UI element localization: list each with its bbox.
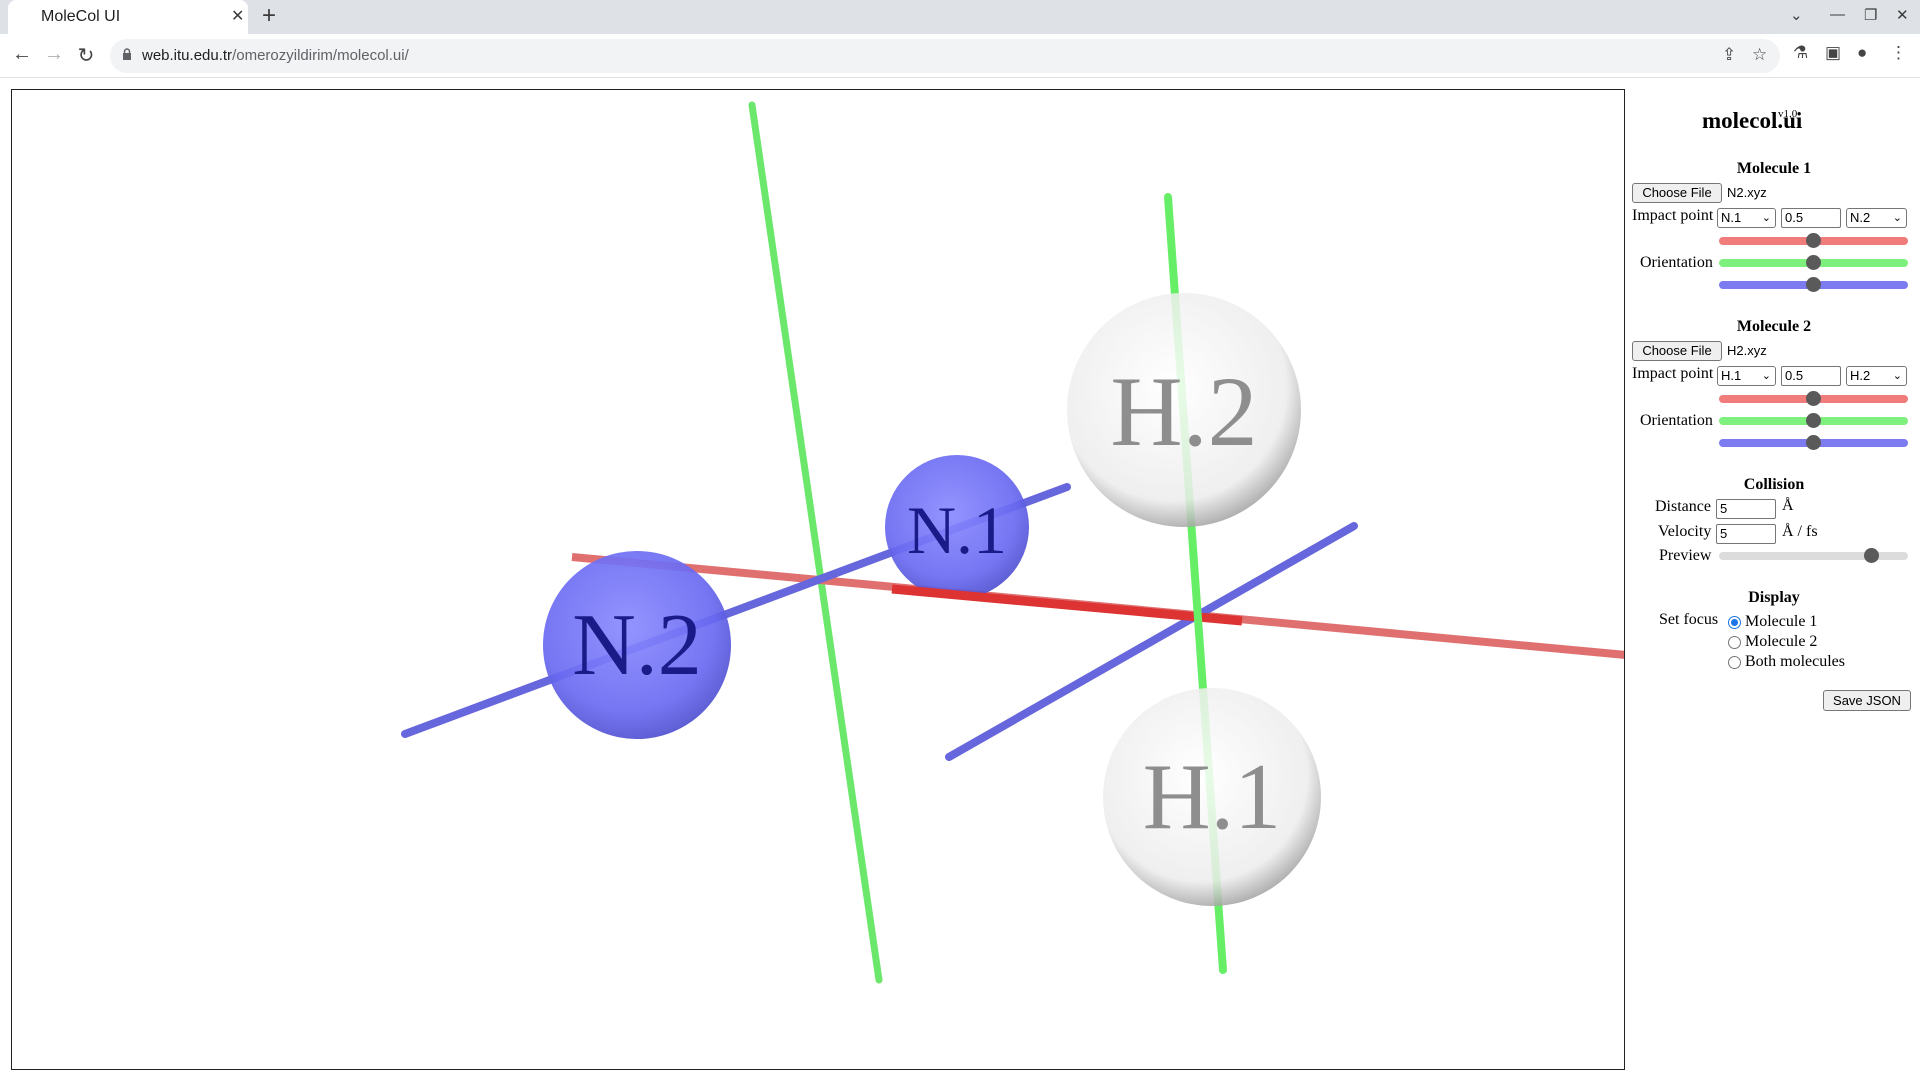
atom-label-n1: N.1 <box>907 492 1007 568</box>
save-json-button[interactable]: Save JSON <box>1823 690 1911 711</box>
app-version: v1.0 <box>1778 108 1798 120</box>
atom-n1 <box>885 455 1029 599</box>
app-title: molecol.ui <box>1702 108 1803 133</box>
focus-both-radio[interactable] <box>1728 656 1741 669</box>
atom-label-h1: H.1 <box>1143 745 1281 849</box>
molecule1-orientation-x-slider[interactable] <box>1719 233 1908 248</box>
molecule2-atom-b-value: H.2 <box>1850 368 1871 383</box>
slider-thumb[interactable] <box>1806 435 1821 450</box>
url-host: web.itu.edu.tr <box>142 47 233 64</box>
molecule2-heading: Molecule 2 <box>1736 318 1812 335</box>
slider-thumb[interactable] <box>1864 548 1879 563</box>
focus-molecule2-radio[interactable] <box>1728 636 1741 649</box>
extension-icon[interactable]: ⚗ <box>1793 43 1809 62</box>
set-focus-label: Set focus <box>1659 611 1719 628</box>
forward-icon[interactable]: → <box>44 43 64 65</box>
molecule1-orientation-z-slider[interactable] <box>1719 277 1908 292</box>
tab-strip: MoleCol UI ✕ + ⌄ — ❐ ✕ <box>0 0 1920 34</box>
distance-input[interactable]: 5 <box>1716 499 1776 519</box>
molecule1-atom-a-value: N.1 <box>1721 210 1742 225</box>
molecule2-ratio-input[interactable]: 0.5 <box>1781 366 1841 386</box>
velocity-unit: Å / fs <box>1782 523 1818 540</box>
molecule1-impact-label: Impact point <box>1632 207 1714 224</box>
atom-label-n2: N.2 <box>572 597 702 694</box>
molecule2-orientation-z-slider[interactable] <box>1719 435 1908 450</box>
molecule2-atom-a-select[interactable]: H.1 ⌄ <box>1717 366 1776 386</box>
molecule1-heading: Molecule 1 <box>1736 160 1812 177</box>
velocity-input[interactable]: 5 <box>1716 524 1776 544</box>
profile-avatar-icon[interactable]: ● <box>1857 43 1868 62</box>
minimize-icon[interactable]: — <box>1830 6 1845 23</box>
molecule2-file-name: H2.xyz <box>1727 343 1767 358</box>
molecule2-orientation-y-slider[interactable] <box>1719 413 1908 428</box>
molecule2-choose-file-button[interactable]: Choose File <box>1632 341 1722 361</box>
mol2-x-axis <box>891 584 1243 626</box>
velocity-label: Velocity <box>1658 523 1712 540</box>
chevron-down-icon: ⌄ <box>1761 370 1771 382</box>
close-window-icon[interactable]: ✕ <box>1896 7 1909 24</box>
focus-both-label[interactable]: Both molecules <box>1745 653 1845 670</box>
focus-molecule2-label[interactable]: Molecule 2 <box>1745 633 1818 650</box>
atom-n2 <box>543 551 731 739</box>
distance-unit: Å <box>1782 497 1794 514</box>
atom-h2 <box>1067 293 1301 527</box>
share-icon[interactable]: ⇪ <box>1722 45 1737 64</box>
molecule2-atom-b-select[interactable]: H.2 ⌄ <box>1846 366 1907 386</box>
molecule2-orientation-x-slider[interactable] <box>1719 391 1908 406</box>
global-y-axis <box>748 101 883 984</box>
molecule1-atom-b-select[interactable]: N.2 ⌄ <box>1846 208 1907 228</box>
molecule2-atom-a-value: H.1 <box>1721 368 1742 383</box>
slider-thumb[interactable] <box>1806 255 1821 270</box>
lock-icon <box>123 48 131 60</box>
focus-molecule1-radio[interactable] <box>1728 616 1741 629</box>
preview-label: Preview <box>1659 547 1712 564</box>
display-heading: Display <box>1748 589 1800 606</box>
browser-toolbar: ← → ↻ web.itu.edu.tr/omerozyildirim/mole… <box>0 34 1920 78</box>
menu-kebab-icon[interactable]: ⋮ <box>1890 43 1907 62</box>
distance-label: Distance <box>1655 498 1711 515</box>
slider-thumb[interactable] <box>1806 277 1821 292</box>
tab-search-icon[interactable]: ⌄ <box>1790 7 1803 24</box>
focus-molecule1-label[interactable]: Molecule 1 <box>1745 613 1818 630</box>
slider-thumb[interactable] <box>1806 391 1821 406</box>
molecule2-impact-label: Impact point <box>1632 365 1714 382</box>
atom-h1 <box>1103 688 1321 906</box>
restore-icon[interactable]: ❐ <box>1864 7 1878 24</box>
molecule1-atom-a-select[interactable]: N.1 ⌄ <box>1717 208 1776 228</box>
url-text: web.itu.edu.tr/omerozyildirim/molecol.ui… <box>142 47 409 64</box>
molecule-viewer-canvas[interactable]: N.2 N.1 H.2 H.1 <box>11 89 1625 1070</box>
chevron-down-icon: ⌄ <box>1892 212 1902 224</box>
molecule2-orientation-label: Orientation <box>1640 412 1713 429</box>
close-tab-icon[interactable]: ✕ <box>231 8 245 25</box>
back-icon[interactable]: ← <box>12 43 32 65</box>
molecule1-orientation-label: Orientation <box>1640 254 1713 271</box>
molecule1-orientation-y-slider[interactable] <box>1719 255 1908 270</box>
molecule1-atom-b-value: N.2 <box>1850 210 1871 225</box>
reload-icon[interactable]: ↻ <box>77 45 95 67</box>
molecule1-ratio-input[interactable]: 0.5 <box>1781 208 1841 228</box>
url-path: /omerozyildirim/molecol.ui/ <box>232 47 409 64</box>
side-panel-icon[interactable]: ▣ <box>1825 43 1842 62</box>
address-bar[interactable]: web.itu.edu.tr/omerozyildirim/molecol.ui… <box>110 39 1780 73</box>
atom-label-h2: H.2 <box>1110 356 1257 467</box>
chevron-down-icon: ⌄ <box>1761 212 1771 224</box>
h2-z-axis <box>945 522 1358 761</box>
bookmark-star-icon[interactable]: ☆ <box>1752 45 1768 64</box>
molecule1-choose-file-button[interactable]: Choose File <box>1632 183 1722 203</box>
slider-thumb[interactable] <box>1806 233 1821 248</box>
browser-tab[interactable]: MoleCol UI ✕ <box>8 0 248 34</box>
preview-slider[interactable] <box>1719 548 1908 563</box>
chevron-down-icon: ⌄ <box>1892 370 1902 382</box>
new-tab-icon[interactable]: + <box>262 2 277 29</box>
molecule1-file-name: N2.xyz <box>1727 185 1767 200</box>
collision-heading: Collision <box>1743 476 1805 493</box>
control-panel: molecol.ui v1.0 Molecule 1 Choose File N… <box>1628 90 1920 1080</box>
tab-title: MoleCol UI <box>41 8 121 25</box>
slider-thumb[interactable] <box>1806 413 1821 428</box>
